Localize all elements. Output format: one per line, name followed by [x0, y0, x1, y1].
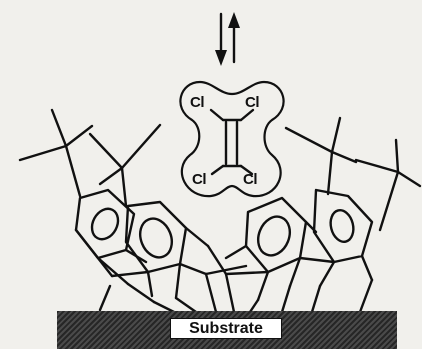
molecule-contour: [179, 80, 285, 198]
chlorine-label-top-left: Cl: [190, 94, 205, 111]
bond-cl-bottom-left: [210, 164, 225, 176]
down-arrowhead: [215, 50, 227, 66]
calixarene-scaffold: [74, 220, 374, 314]
tert-butyl-groups: [18, 108, 422, 232]
aromatic-rings: [74, 188, 374, 274]
up-arrowhead: [228, 12, 240, 28]
bond-cl-top-left: [209, 108, 225, 122]
chlorine-label-top-right: Cl: [245, 94, 260, 111]
chlorine-label-bottom-left: Cl: [192, 171, 207, 188]
substrate-label: Substrate: [170, 318, 282, 339]
ring-inner-left: [124, 200, 188, 274]
ring-outer-right: [312, 188, 374, 264]
ring-inner-right: [244, 196, 308, 274]
dichloroethylene-molecule: [179, 80, 285, 198]
bond-cl-bottom-right: [239, 164, 254, 176]
exchange-arrows: [219, 12, 236, 64]
bond-cl-top-right: [239, 108, 255, 122]
chlorine-label-bottom-right: Cl: [243, 171, 258, 188]
